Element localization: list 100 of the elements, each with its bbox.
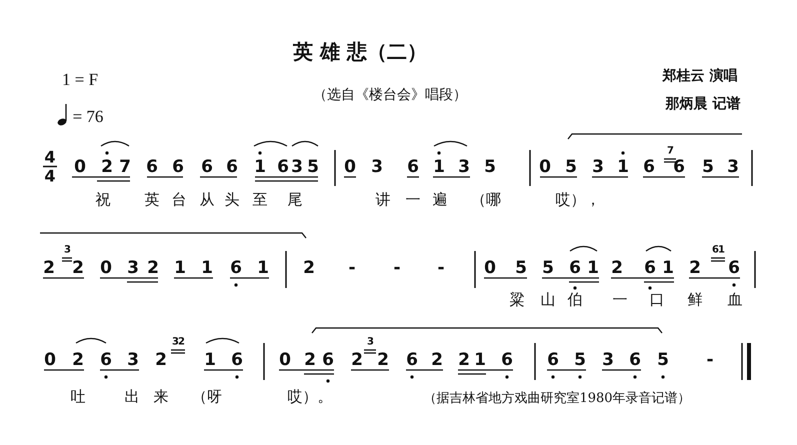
note-digit: 2 [458,350,470,370]
note-digit: 5 [574,350,586,370]
note-digit: 2 [147,258,159,278]
note-digit: 6 [172,157,184,177]
note-digit: 6 [728,258,740,278]
note-digit: 3 [371,157,383,177]
lyric-text: 哎）。 [288,388,332,406]
lyric-text: 英 [144,190,160,210]
note-digit: 3 [602,350,614,370]
lyric-text: 一 [406,190,420,210]
grace-note: 3 [64,244,70,256]
subtitle: （选自《楼台会》唱段） [313,86,467,104]
lyric-text: 吐 [70,388,86,406]
note-digit: 2 [101,157,113,177]
note-digit: 3 [291,157,303,177]
note-digit: 6 [569,258,581,278]
note-digit: 2 [377,350,389,370]
credit-text: 郑桂云 演唱 [662,67,738,85]
lyric-text: 哎）， [556,190,600,210]
note-digit: 6 [547,350,559,370]
note-digit: 0 [539,157,551,177]
grace-note: 32 [172,336,184,348]
note-digit: 3 [127,350,139,370]
note-digit: 2 [155,350,167,370]
note-digit: 3 [458,157,470,177]
note-digit: 2 [72,350,84,370]
note-digit: 0 [344,157,356,177]
note-digit: 6 [407,157,419,177]
note-digit: 1 [204,350,216,370]
note-digit: 6 [201,157,213,177]
lyric-text: 粱 [510,290,524,310]
note-digit: 1 [617,157,629,177]
note-digit: 6 [277,157,289,177]
note-digit: 1 [254,157,266,177]
note-digit: 5 [484,157,496,177]
grace-note: 7 [667,146,673,156]
note-digit: 2 [43,258,55,278]
note-digit: 2 [689,258,701,278]
lyric-text: 祝 [96,190,110,210]
note-digit: 5 [702,157,714,177]
grace-note: 3 [367,336,373,348]
lyric-text: 来 [154,388,168,406]
credit-text: 那炳晨 记谱 [666,95,740,113]
lyric-text: 口 [650,290,664,310]
note-digit: 6 [644,258,656,278]
note-digit: 6 [322,350,334,370]
note-digit: 2 [304,350,316,370]
note-digit: 1 [174,258,186,278]
lyric-text: 一 [612,290,628,310]
note-digit: 3 [727,157,739,177]
lyric-text: 血 [728,290,742,310]
time-signature: 4 [44,166,56,186]
note-digit: 2 [611,258,623,278]
note-digit: 1 [474,350,486,370]
note-digit: 1 [587,258,599,278]
key-signature: = 76 [72,107,104,127]
note-digit: 3 [127,258,139,278]
note-digit: 6 [673,157,685,177]
note-digit: 1 [201,258,213,278]
title: 英 雄 悲（二） [293,38,427,66]
note-digit: 2 [351,350,363,370]
lyric-text: （呀 [192,388,222,406]
note-digit: 6 [406,350,418,370]
note-digit: 3 [592,157,604,177]
note-digit: - [348,258,356,278]
note-digit: 1 [662,258,674,278]
lyric-text: 讲 [376,190,390,210]
note-digit: 5 [542,258,554,278]
lyric-text: 山 [540,290,556,310]
note-digit: 6 [230,258,242,278]
note-digit: 5 [657,350,669,370]
note-digit: 6 [501,350,513,370]
note-digit: 6 [146,157,158,177]
lyric-text: 台 [172,190,186,210]
note-digit: 6 [643,157,655,177]
lyric-text: 从 [200,190,214,210]
note-digit: 6 [226,157,238,177]
note-digit: - [706,350,714,370]
note-digit: 6 [100,350,112,370]
lyric-text: 至 [252,190,268,210]
note-digit: 5 [565,157,577,177]
note-digit: 0 [100,258,112,278]
grace-note: 61 [712,244,724,256]
note-digit: 0 [484,258,496,278]
note-digit: 1 [433,157,445,177]
note-digit: 2 [431,350,443,370]
note-digit: 0 [279,350,291,370]
lyric-text: 遍 [432,190,448,210]
lyric-text: 头 [224,190,240,210]
note-digit: 2 [72,258,84,278]
time-signature: 4 [44,148,56,166]
note-digit: 2 [303,258,315,278]
note-digit: 1 [257,258,269,278]
note-digit: 0 [44,350,56,370]
lyric-text: 出 [124,388,140,406]
lyric-text: 伯 [568,290,582,310]
lyric-text: （哪 [471,190,501,210]
source-note: （据吉林省地方戏曲研究室1980年录音记谱） [423,390,691,407]
key-signature: 1 = F [62,70,98,90]
note-digit: 6 [231,350,243,370]
